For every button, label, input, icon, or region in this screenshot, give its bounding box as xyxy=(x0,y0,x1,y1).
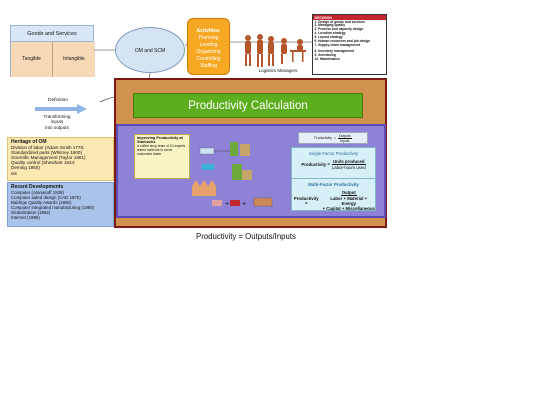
recent-item: Globalization (1992) xyxy=(11,210,51,215)
decision-item: 6. Human resources and job design xyxy=(314,39,371,44)
om-scm-ellipse: OM and SCM xyxy=(115,27,185,73)
definition-text: Transforming inputs into outputs xyxy=(38,114,76,130)
decision-box: DECISION 1. Design of goods and services… xyxy=(312,14,387,75)
activity-item: Organizing xyxy=(196,49,221,55)
input-output-illustration: + + xyxy=(192,142,273,207)
machine-icon xyxy=(240,144,250,156)
single-factor-numerator: Units produced xyxy=(332,159,366,165)
material-icon xyxy=(212,200,222,206)
decision-item: 3. Process and capacity design xyxy=(314,27,364,32)
activities-title: Activities: xyxy=(196,28,221,34)
activity-item: Controlling xyxy=(196,56,221,62)
decision-item: 8. Inventory management xyxy=(314,48,355,53)
heritage-item: Scientific Management (Taylor 1881) xyxy=(11,155,86,161)
activity-item: Leading xyxy=(199,42,218,48)
decision-item: 2. Managing quality xyxy=(314,23,346,28)
decision-title: DECISION xyxy=(313,15,386,20)
activities-box: Activities: Planning Leading Organizing … xyxy=(187,18,230,75)
heritage-item: Deming 1950) xyxy=(11,165,40,171)
recent-item: Computer aided design (CAD 1970) xyxy=(11,195,81,200)
multi-factor-lhs: Productivity = xyxy=(293,195,319,206)
decision-item: 9. Scheduling xyxy=(314,52,336,57)
decision-item: 5. Layout strategy xyxy=(314,35,343,40)
multi-factor-denominator-2: + Capital + Miscellaneous xyxy=(322,206,375,211)
conveyor-belt-icon xyxy=(202,164,214,170)
starbucks-note-title: Improving Productivity at Starbucks xyxy=(137,136,183,144)
single-factor-title: Single-Factor Productivity xyxy=(309,151,358,156)
energy-icon xyxy=(230,200,240,206)
recent-item: Baldrige Quality Awards (1980) xyxy=(11,200,72,205)
definition-label: Definition xyxy=(48,98,68,103)
factory-icon xyxy=(192,185,217,197)
multi-factor-title: Multi-Factor Productivity xyxy=(308,182,359,187)
recent-title: Recent Developments xyxy=(11,184,64,190)
recent-item: Computer integrated manufacturing (1990) xyxy=(11,205,94,210)
decision-item: 1. Design of goods and services xyxy=(314,19,365,24)
output-icon xyxy=(253,197,273,207)
recent-developments-box: Recent Developments Computer (Atanasoff … xyxy=(7,182,114,227)
heritage-title: Heritage of OM xyxy=(11,139,47,145)
heritage-item: Division of labor (Adam Smith 1776; xyxy=(11,145,85,151)
decision-item: 4. Location strategy xyxy=(314,31,346,36)
heritage-item: etc xyxy=(11,170,18,176)
definition-line: into outputs xyxy=(45,124,69,130)
managers-silhouette-icon xyxy=(245,34,306,67)
svg-text:+: + xyxy=(225,201,229,207)
starbucks-note: Improving Productivity at Starbucks A co… xyxy=(134,134,190,179)
decision-item: 7. Supply-chain management xyxy=(314,42,361,47)
activity-item: Staffing xyxy=(200,63,217,69)
multi-factor-productivity: Multi-Factor Productivity Productivity =… xyxy=(291,178,376,211)
goods-services-title: Goods and Services xyxy=(11,26,93,42)
decision-list: 1. Design of goods and services 2. Manag… xyxy=(313,20,386,62)
svg-text:+: + xyxy=(242,201,246,207)
productivity-caption: Productivity = Outputs/Inputs xyxy=(196,232,296,241)
operator-icon xyxy=(232,164,242,180)
mini-formula-lhs: Productivity xyxy=(314,136,332,140)
goods-services-box: Goods and Services Tangible Intangible xyxy=(10,25,95,77)
intangible-cell: Intangible xyxy=(53,42,95,77)
definition-line: Transforming xyxy=(43,114,71,119)
heritage-item: Standardized parts (Whitney 1800) xyxy=(11,150,82,156)
logistics-managers-label: Logistics Managers xyxy=(258,68,298,73)
mini-formula-denominator: Inputs xyxy=(340,138,350,143)
tangible-cell: Tangible xyxy=(11,42,53,77)
decision-item: 10. Maintenance xyxy=(314,56,340,61)
mini-formula-numerator: Outputs xyxy=(337,133,352,139)
conveyor-icon xyxy=(199,147,215,155)
single-factor-denominator: Labor-hours used xyxy=(331,165,366,170)
definition-line: inputs xyxy=(50,119,64,125)
heritage-box: Heritage of OM Division of labor (Adam S… xyxy=(7,137,114,181)
worker-icon xyxy=(230,142,238,156)
multi-factor-numerator: Output xyxy=(340,190,357,196)
productivity-title: Productivity Calculation xyxy=(133,93,363,118)
recent-item: Computer (Atanasoff 1938) xyxy=(11,190,64,195)
single-factor-lhs: Productivity = xyxy=(301,162,330,167)
single-factor-productivity: Single-Factor Productivity Productivity … xyxy=(291,147,376,180)
starbucks-note-text: A coffee shop team of 10 experts tested … xyxy=(137,143,186,156)
recent-item: Internet (1995) xyxy=(11,215,40,220)
mini-productivity-formula: Productivity = Outputs Inputs xyxy=(298,132,368,144)
heritage-item: Quality control (Shewhart 1924; xyxy=(11,160,76,166)
definition-arrow-icon xyxy=(35,104,87,114)
activity-item: Planning xyxy=(198,35,219,41)
multi-factor-denominator-1: Labor + Material + Energy xyxy=(330,196,368,206)
